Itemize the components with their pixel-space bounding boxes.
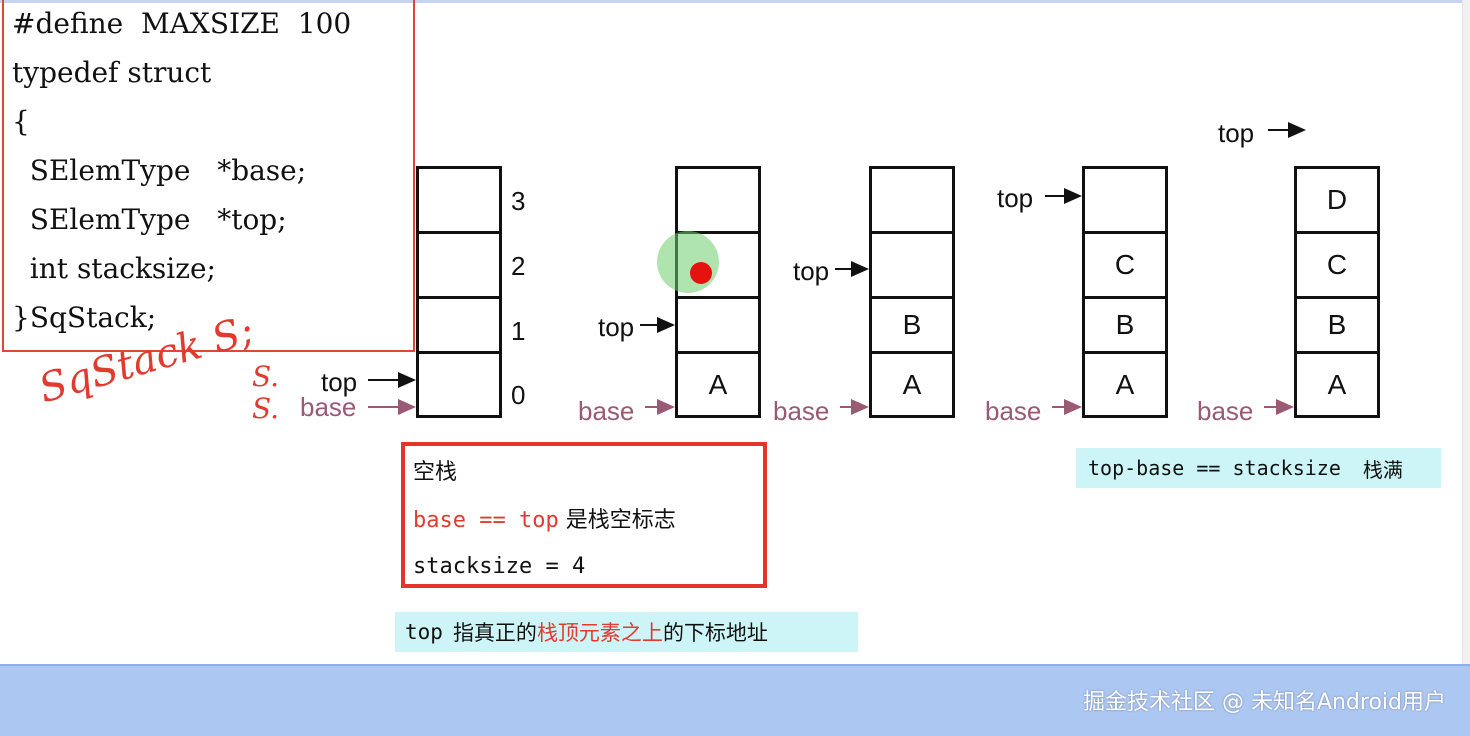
top-label: top <box>997 183 1034 213</box>
stack-cell: A <box>675 351 761 418</box>
scrollbar[interactable] <box>1462 0 1470 664</box>
empty-stack-condition: base == top 是栈空标志 <box>413 502 676 534</box>
stack-index: 2 <box>511 251 526 281</box>
note-top-text-b: 的下标地址 <box>662 621 768 645</box>
stack-index: 1 <box>511 316 526 346</box>
stack-index: 3 <box>511 186 526 216</box>
stack-cell: C <box>1082 231 1168 299</box>
stack-index: 0 <box>511 380 526 410</box>
code-line: SElemType *top; <box>12 203 287 236</box>
note-top-pointer: top 指真正的 栈顶元素之上 的下标地址 <box>395 612 858 652</box>
stack-cell: B <box>869 296 955 354</box>
handwritten-s-base: S. <box>252 392 280 425</box>
top-label: top <box>1218 118 1255 148</box>
stack-cell: A <box>1082 351 1168 418</box>
top-label: top <box>598 312 635 342</box>
base-label: base <box>773 396 830 426</box>
stack-cell: A <box>1294 351 1380 418</box>
code-line: int stacksize; <box>12 252 216 285</box>
empty-condition-text: 是栈空标志 <box>565 508 676 533</box>
base-label: base <box>578 396 635 426</box>
stack-cell <box>416 166 502 234</box>
note-top-text-red: 栈顶元素之上 <box>536 621 663 645</box>
cursor-highlight <box>657 231 719 293</box>
empty-condition-code: base == top <box>413 508 559 533</box>
empty-stack-box <box>401 442 767 588</box>
watermark: 掘金技术社区 @ 未知名Android用户 <box>1082 690 1446 715</box>
base-label: base <box>1197 396 1254 426</box>
base-label: base <box>985 396 1042 426</box>
note-full-text: 栈满 <box>1362 457 1403 482</box>
top-label: top <box>321 367 358 397</box>
stack-cell <box>869 231 955 299</box>
stack-cell: D <box>1294 166 1380 234</box>
top-label: top <box>793 256 830 286</box>
stack-cell <box>416 231 502 299</box>
base-label: base <box>300 392 357 422</box>
cursor-dot-icon <box>690 262 712 284</box>
stack-cell <box>1082 166 1168 234</box>
handwritten-s-top: S. <box>252 360 280 393</box>
code-line: SElemType *base; <box>12 154 307 187</box>
stack-cell <box>416 351 502 418</box>
empty-stack-title: 空栈 <box>413 460 458 485</box>
note-stack-full: top-base == stacksize 栈满 <box>1076 448 1441 488</box>
stack-cell <box>869 166 955 234</box>
stack-cell <box>416 296 502 354</box>
stack-cell: A <box>869 351 955 418</box>
stack-cell <box>675 166 761 234</box>
stacksize-line: stacksize = 4 <box>413 554 586 579</box>
stack-cell <box>675 296 761 354</box>
note-top-code: top <box>405 620 443 644</box>
code-box <box>2 0 415 352</box>
note-full-code: top-base == stacksize <box>1088 456 1341 480</box>
code-line: }SqStack; <box>12 301 157 334</box>
bottom-bar <box>0 664 1470 736</box>
note-top-text-a: 指真正的 <box>452 621 537 645</box>
stack-cell: B <box>1294 296 1380 354</box>
code-line: { <box>12 105 30 138</box>
code-line: #define MAXSIZE 100 <box>12 7 352 40</box>
top-border <box>0 0 1470 3</box>
stack-cell: C <box>1294 231 1380 299</box>
code-line: typedef struct <box>12 56 212 89</box>
stack-cell: B <box>1082 296 1168 354</box>
